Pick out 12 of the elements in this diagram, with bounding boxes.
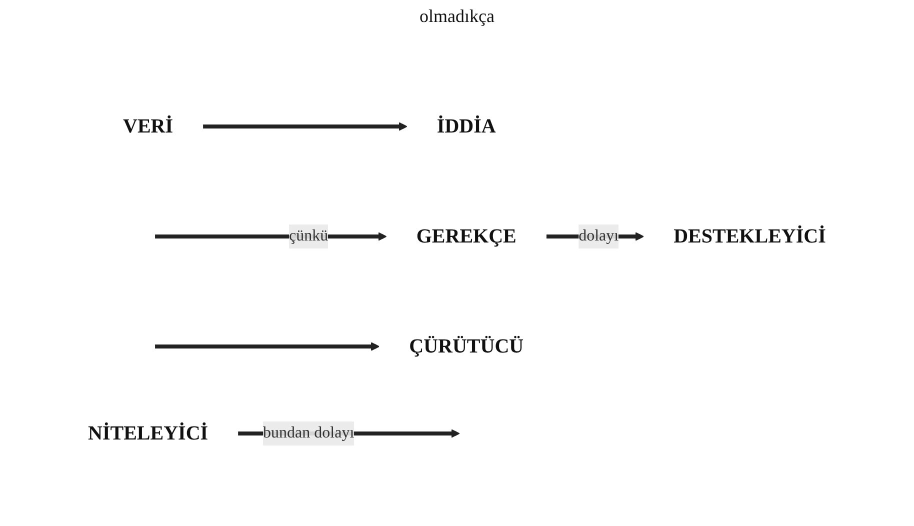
node-text: GEREKÇE bbox=[416, 225, 516, 247]
note-text: olmadıkça bbox=[420, 6, 494, 27]
edge-label: dolayı bbox=[578, 227, 619, 244]
edge-label: çünkü bbox=[289, 227, 328, 244]
node-text: VERİ bbox=[123, 115, 174, 137]
node-text: DESTEKLEYİCİ bbox=[674, 225, 826, 247]
node-text: NİTELEYİCİ bbox=[88, 422, 208, 444]
edge-label: bundan dolayı bbox=[263, 424, 354, 441]
node-text: İDDİA bbox=[436, 115, 496, 137]
arrow bbox=[203, 122, 408, 130]
node-text: ÇÜRÜTÜCÜ bbox=[409, 335, 524, 357]
arrow bbox=[155, 342, 380, 350]
